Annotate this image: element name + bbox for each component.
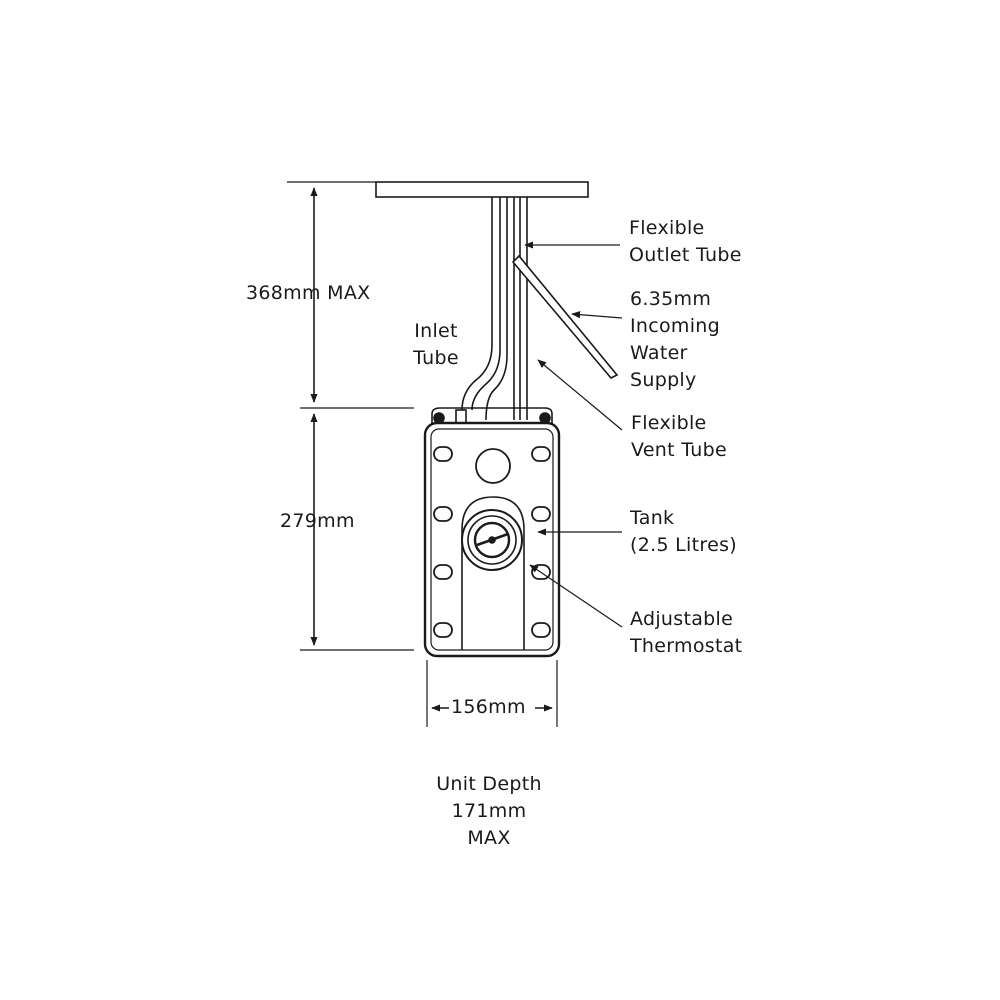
leader-adjustable-thermostat	[529, 564, 623, 628]
tank-top-port	[475, 448, 511, 484]
thermostat-channel	[461, 496, 525, 650]
dimension-label-156mm: 156mm	[451, 696, 526, 718]
incoming-water-supply-tube	[511, 254, 619, 379]
leader-incoming-water-supply	[571, 311, 623, 319]
inlet-tube-inner	[471, 197, 501, 411]
callout-flexible-vent-tube: Flexible Vent Tube	[631, 412, 727, 461]
thermostat-dial-outer	[461, 509, 523, 571]
thermostat-dial-knob	[473, 521, 511, 559]
dimension-label-368mm: 368mm MAX	[246, 282, 371, 304]
inlet-tube	[461, 197, 493, 411]
tank-bolt-right	[539, 412, 551, 424]
countertop-plate	[375, 181, 589, 198]
dimension-label-279mm: 279mm	[280, 510, 355, 532]
callout-adjustable-thermostat: Adjustable Thermostat	[630, 608, 743, 657]
thermostat-dial-ring	[467, 515, 517, 565]
callout-inlet-tube: Inlet Tube	[413, 320, 459, 369]
outlet-tube	[485, 197, 508, 421]
tank-bolt-left	[433, 412, 445, 424]
callout-tank: Tank (2.5 Litres)	[630, 507, 737, 556]
callout-incoming-water-supply: 6.35mm Incoming Water Supply	[630, 288, 721, 391]
leader-flexible-vent-tube	[537, 359, 623, 431]
unit-depth-label: Unit Depth 171mm MAX	[436, 773, 542, 849]
tank-inner-wall	[430, 428, 554, 651]
callout-flexible-outlet-tube: Flexible Outlet Tube	[629, 217, 742, 266]
tank-shoulder	[431, 407, 553, 425]
